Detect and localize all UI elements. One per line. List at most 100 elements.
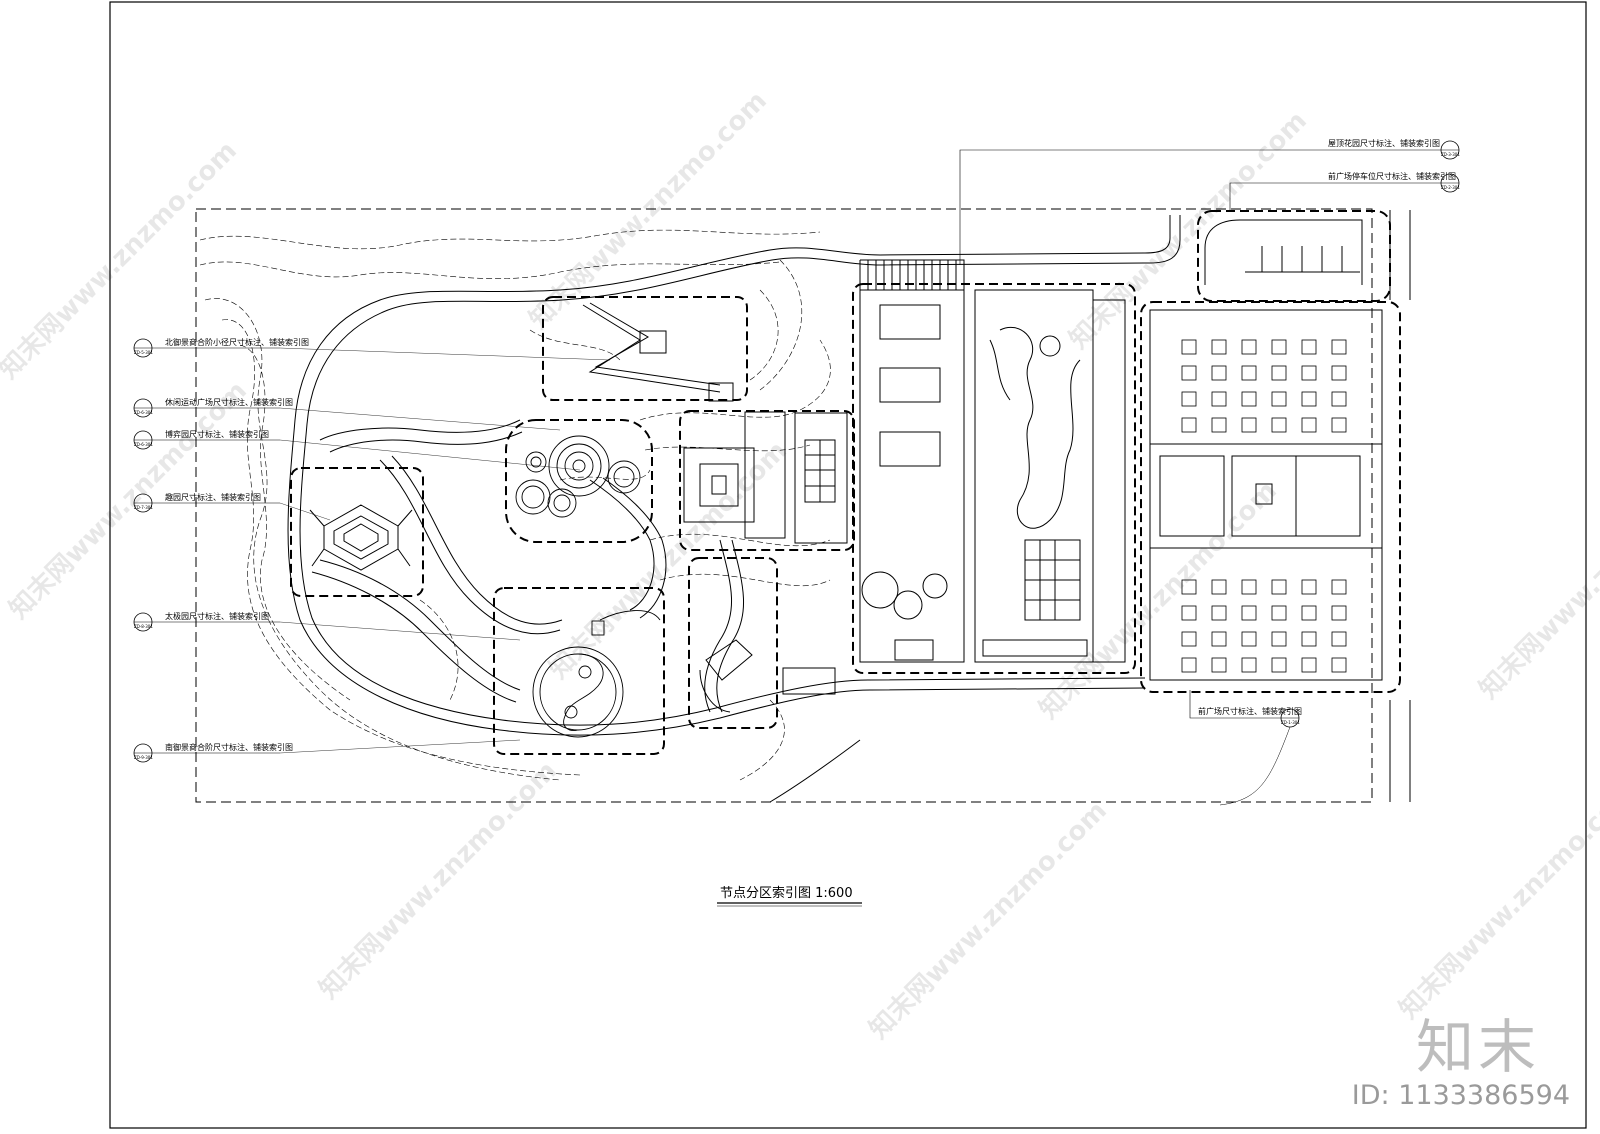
paving-square [1241, 579, 1257, 595]
watermark: 知末网www.znzmo.com [0, 136, 243, 385]
paving-square [1331, 339, 1347, 355]
paving-square [1271, 391, 1287, 407]
callout-label: 北御景商合阶小径尺寸标注、铺装索引图 [165, 337, 309, 347]
paving-square [1241, 605, 1257, 621]
paving-square [1181, 339, 1197, 355]
callout-label: 屋顶花园尺寸标注、铺装索引图 [1328, 138, 1440, 148]
north-feature [582, 302, 734, 402]
zone-roof [852, 283, 1136, 674]
paving-square [1331, 605, 1347, 621]
paving-square [1271, 605, 1287, 621]
zone-parking [1197, 210, 1391, 302]
paving-square [1301, 417, 1317, 433]
drawing-title: 节点分区索引图 1:600 [720, 886, 853, 901]
paving-square [1331, 365, 1347, 381]
paving-square [1271, 339, 1287, 355]
paving-square [1181, 579, 1197, 595]
front-plaza [1149, 309, 1383, 681]
zone-taiji [493, 587, 665, 755]
hex-garden [309, 504, 413, 571]
paving-square [1241, 339, 1257, 355]
site-boundary [195, 208, 1373, 803]
paving-square [1241, 657, 1257, 673]
south-feature [699, 639, 836, 713]
paving-square [1241, 631, 1257, 647]
paving-square [1211, 391, 1227, 407]
watermark: 知末网www.znzmo.com [1394, 776, 1600, 1025]
callout-label: 前广场尺寸标注、铺装索引图 [1198, 706, 1302, 716]
callout-ref: ZD-3-301 [1441, 152, 1460, 157]
paving-square [1211, 631, 1227, 647]
callout-left: 博弈园尺寸标注、铺装索引图 ZD-6-301 [133, 429, 581, 471]
paving-square [1301, 631, 1317, 647]
parking-lot [1204, 210, 1411, 802]
paving-square [1211, 657, 1227, 673]
taiji-garden [532, 610, 661, 738]
zone-south [688, 557, 778, 729]
callout-ref: ZD-1-301 [1281, 720, 1300, 725]
paving-square [1181, 631, 1197, 647]
paving-square [1211, 417, 1227, 433]
paving-square [1271, 657, 1287, 673]
plaza-paving-squares [1181, 339, 1347, 673]
paving-square [1301, 365, 1317, 381]
callout-ref: ZD-2-301 [1441, 185, 1460, 190]
callout-ref: ZD-8-301 [134, 624, 153, 629]
paving-square [1331, 657, 1347, 673]
paving-square [1211, 605, 1227, 621]
paving-square [1271, 631, 1287, 647]
paving-square [1241, 391, 1257, 407]
zone-qu-garden [290, 467, 424, 597]
sports-plaza [515, 435, 641, 518]
zone-north [542, 296, 748, 401]
paving-square [1211, 339, 1227, 355]
paving-square [1271, 579, 1287, 595]
sheet-border [109, 1, 1587, 1129]
paving-square [1241, 365, 1257, 381]
callout-label: 休闲运动广场尺寸标注、铺装索引图 [165, 397, 293, 407]
callout-left: 北御景商合阶小径尺寸标注、铺装索引图 ZD-5-301 [133, 337, 611, 361]
watermark: 知末网www.znzmo.com [544, 436, 793, 685]
paving-square [1301, 391, 1317, 407]
paving-square [1301, 605, 1317, 621]
watermark-layer: 知末网www.znzmo.com 知末网www.znzmo.com 知末网www.z… [0, 86, 1600, 1045]
paving-square [1181, 605, 1197, 621]
callout-label: 趣园尺寸标注、铺装索引图 [165, 492, 261, 502]
callout-ref: ZD-9-301 [134, 755, 153, 760]
paving-square [1181, 391, 1197, 407]
paving-square [1301, 339, 1317, 355]
roof-building [859, 259, 1126, 663]
paving-square [1211, 579, 1227, 595]
watermark: 知末网www.znzmo.com [864, 796, 1113, 1045]
callout-ref: ZD-6-301 [134, 410, 153, 415]
zone-outlines [290, 210, 1401, 755]
callout-ref: ZD-5-301 [134, 350, 153, 355]
callouts: 北御景商合阶小径尺寸标注、铺装索引图 ZD-5-301 休闲运动广场尺寸标注、铺装索… [133, 138, 1460, 806]
paving-square [1301, 579, 1317, 595]
callout-label: 前广场停车位尺寸标注、铺装索引图 [1328, 171, 1456, 181]
brand-logo: 知末 [1415, 1013, 1540, 1081]
paving-square [1181, 657, 1197, 673]
callout-ref: ZD-6-301 [134, 442, 153, 447]
callout-label: 南御景商合阶尺寸标注、铺装索引图 [165, 742, 293, 752]
paving-square [1181, 365, 1197, 381]
callout-right: 前广场停车位尺寸标注、铺装索引图 ZD-2-301 [1229, 171, 1460, 212]
callout-label: 博弈园尺寸标注、铺装索引图 [165, 429, 269, 439]
pavilion-block [683, 411, 848, 544]
watermark: 知末网www.znzmo.com [1064, 106, 1313, 355]
contour-lines [199, 229, 831, 781]
paving-square [1301, 657, 1317, 673]
paving-square [1181, 417, 1197, 433]
callout-left: 南御景商合阶尺寸标注、铺装索引图 ZD-9-301 [133, 739, 521, 763]
brand-id: ID: 1133386594 [1351, 1080, 1570, 1111]
paving-square [1271, 365, 1287, 381]
watermark: 知末网www.znzmo.com [314, 756, 563, 1005]
zone-sports [505, 419, 653, 543]
paving-square [1331, 417, 1347, 433]
callout-left: 休闲运动广场尺寸标注、铺装索引图 ZD-6-301 [133, 397, 561, 431]
paving-square [1331, 391, 1347, 407]
